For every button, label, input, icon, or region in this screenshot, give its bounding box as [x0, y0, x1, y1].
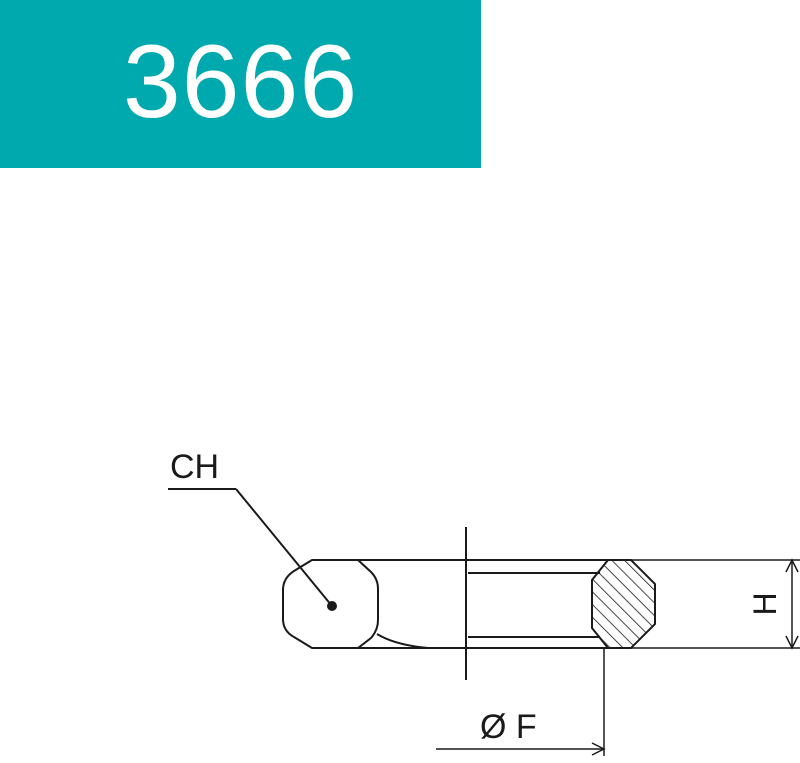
ch-leader — [168, 488, 333, 607]
h-dimension — [612, 558, 800, 650]
ch-dot — [327, 601, 337, 611]
hatched-section — [591, 559, 656, 649]
diameter-label: Ø F — [480, 708, 537, 746]
h-label: H — [747, 592, 783, 615]
model-number: 3666 — [122, 24, 359, 140]
nut-profile — [282, 527, 612, 680]
f-dimension — [436, 648, 606, 756]
ch-label: CH — [170, 448, 219, 486]
model-banner: 3666 — [0, 0, 481, 168]
